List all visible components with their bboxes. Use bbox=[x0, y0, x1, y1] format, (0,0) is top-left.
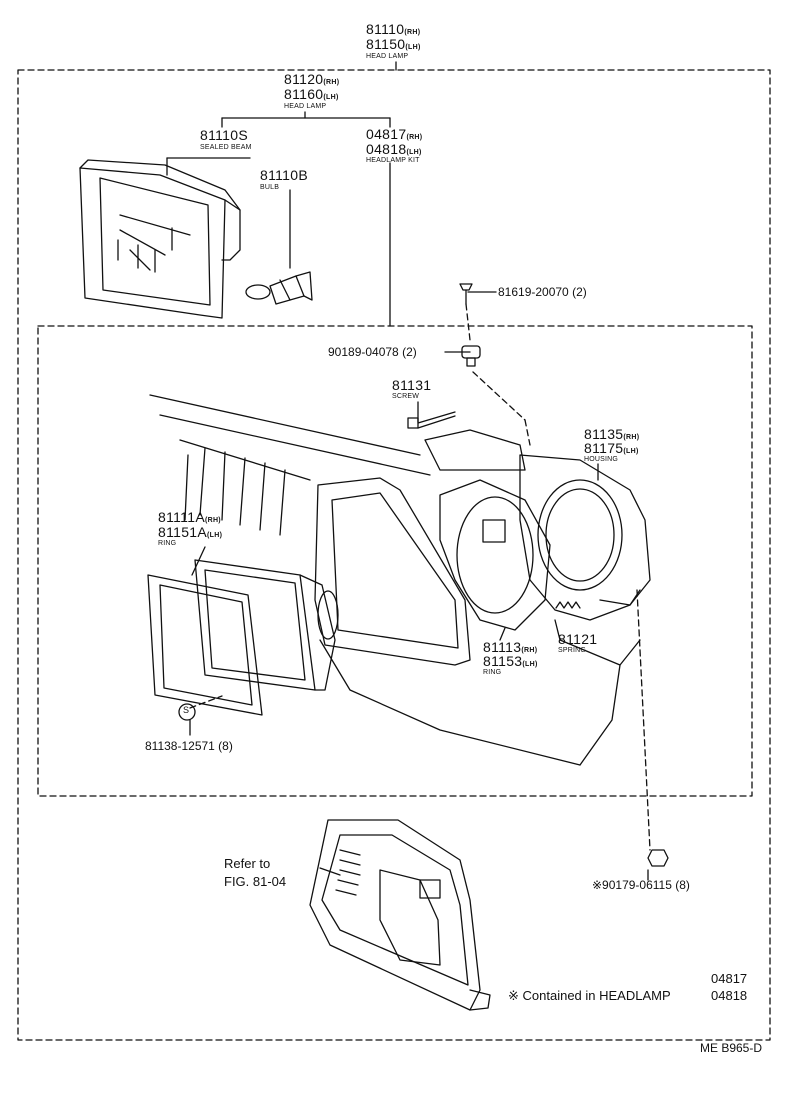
ring-front-rh-number: 81111A bbox=[158, 509, 205, 525]
sub-assembly-lh-part: 81160(LH) bbox=[284, 87, 339, 101]
spring-drawing bbox=[555, 601, 581, 609]
spring-part: 81121 bbox=[558, 631, 598, 647]
sealed-beam-name: SEALED BEAM bbox=[200, 144, 252, 151]
reference-line-2: FIG. 81-04 bbox=[224, 874, 287, 889]
screw-81131-name: SCREW bbox=[392, 393, 420, 400]
housing-lh-number: 81175 bbox=[584, 440, 624, 456]
ring-rear-lh-number: 81153 bbox=[483, 653, 523, 669]
contained-note-text: ※ Contained in HEADLAMP bbox=[508, 988, 671, 1003]
headlamp-lens-drawing bbox=[194, 559, 339, 691]
housing-drawing bbox=[424, 429, 651, 621]
headlamp-kit-lh-part: 04818(LH) bbox=[366, 142, 422, 156]
sub-assembly-rh-tag: (RH) bbox=[323, 79, 340, 86]
ring-front-rh-tag: (RH) bbox=[204, 517, 221, 524]
bulb-drawing bbox=[245, 271, 313, 305]
front-ring-drawing bbox=[147, 574, 263, 716]
bulb-part: 81110B bbox=[260, 167, 308, 183]
screw-81138-symbol: S bbox=[183, 705, 190, 715]
contained-kit-rh: 04817 bbox=[711, 971, 748, 986]
screw-81619-label: 81619-20070 (2) bbox=[498, 285, 587, 299]
spring-name: SPRING bbox=[558, 647, 587, 654]
ring-front-lh-tag: (LH) bbox=[207, 532, 223, 539]
ring-front-lh-part: 81151A(LH) bbox=[158, 525, 222, 539]
ring-rear-rh-tag: (RH) bbox=[521, 647, 538, 654]
top-assembly-name: HEAD LAMP bbox=[366, 53, 409, 60]
ring-front-lh-number: 81151A bbox=[158, 524, 208, 540]
sub-assembly-rh-number: 81120 bbox=[284, 71, 324, 87]
ring-front-rh-part: 81111A(RH) bbox=[158, 510, 221, 524]
top-assembly-lh-part: 81150(LH) bbox=[366, 37, 421, 51]
housing-name: HOUSING bbox=[584, 456, 619, 463]
sub-assembly-lh-number: 81160 bbox=[284, 86, 324, 102]
housing-rh-number: 81135 bbox=[584, 426, 624, 442]
ring-front-name: RING bbox=[158, 540, 177, 547]
sub-assembly-name: HEAD LAMP bbox=[284, 103, 327, 110]
sub-assembly-lh-tag: (LH) bbox=[323, 94, 339, 101]
figure-code: ME B965-D bbox=[700, 1041, 763, 1055]
nut-90179-label: ※90179-06115 (8) bbox=[592, 878, 690, 892]
ring-rear-rh-part: 81113(RH) bbox=[483, 640, 537, 654]
sealed-beam-unit bbox=[79, 159, 241, 319]
headlamp-kit-lh-tag: (LH) bbox=[406, 149, 422, 156]
housing-rh-part: 81135(RH) bbox=[584, 427, 639, 441]
headlamp-kit-lh-number: 04818 bbox=[366, 141, 407, 157]
ring-rear-lh-tag: (LH) bbox=[522, 661, 538, 668]
screw-81131-part: 81131 bbox=[392, 377, 432, 393]
top-assembly-rh-tag: (RH) bbox=[404, 29, 421, 36]
reference-line-1: Refer to bbox=[224, 856, 271, 871]
top-assembly-rh-number: 81110 bbox=[366, 21, 405, 37]
clip-90189-label: 90189-04078 (2) bbox=[328, 345, 417, 359]
screw-81138-symbol-drawing bbox=[178, 703, 196, 721]
bezel-assembly-drawing bbox=[309, 819, 491, 1011]
clip-90189-drawing bbox=[461, 345, 481, 367]
screw-81138-label: 81138-12571 (8) bbox=[145, 739, 233, 753]
ring-rear-lh-part: 81153(LH) bbox=[483, 654, 538, 668]
inner-kit-boundary bbox=[37, 325, 753, 797]
top-assembly-rh-part: 81110(RH) bbox=[366, 22, 420, 36]
sub-assembly-rh-part: 81120(RH) bbox=[284, 72, 339, 86]
top-assembly-lh-tag: (LH) bbox=[405, 44, 421, 51]
sealed-beam-part: 81110S bbox=[200, 127, 248, 143]
headlamp-kit-rh-tag: (RH) bbox=[406, 134, 423, 141]
ring-rear-name: RING bbox=[483, 669, 502, 676]
contained-kit-lh: 04818 bbox=[711, 988, 748, 1003]
outer-assembly-boundary bbox=[17, 69, 771, 1041]
headlamp-kit-rh-part: 04817(RH) bbox=[366, 127, 422, 141]
adjuster-ring-drawing bbox=[439, 479, 551, 631]
screw-81619-drawing bbox=[459, 283, 473, 305]
nut-90179-drawing bbox=[647, 849, 669, 867]
housing-rh-tag: (RH) bbox=[623, 434, 640, 441]
bulb-name: BULB bbox=[260, 184, 280, 191]
screw-81131-drawing bbox=[407, 411, 456, 429]
leader-lines bbox=[166, 61, 651, 881]
headlamp-kit-name: HEADLAMP KIT bbox=[366, 157, 420, 164]
ring-rear-rh-number: 81113 bbox=[483, 639, 522, 655]
vehicle-body-outline bbox=[149, 394, 641, 766]
housing-lh-tag: (LH) bbox=[623, 448, 639, 455]
mounting-frame-drawing bbox=[314, 477, 471, 666]
headlamp-kit-rh-number: 04817 bbox=[366, 126, 407, 142]
top-assembly-lh-number: 81150 bbox=[366, 36, 406, 52]
housing-lh-part: 81175(LH) bbox=[584, 441, 639, 455]
